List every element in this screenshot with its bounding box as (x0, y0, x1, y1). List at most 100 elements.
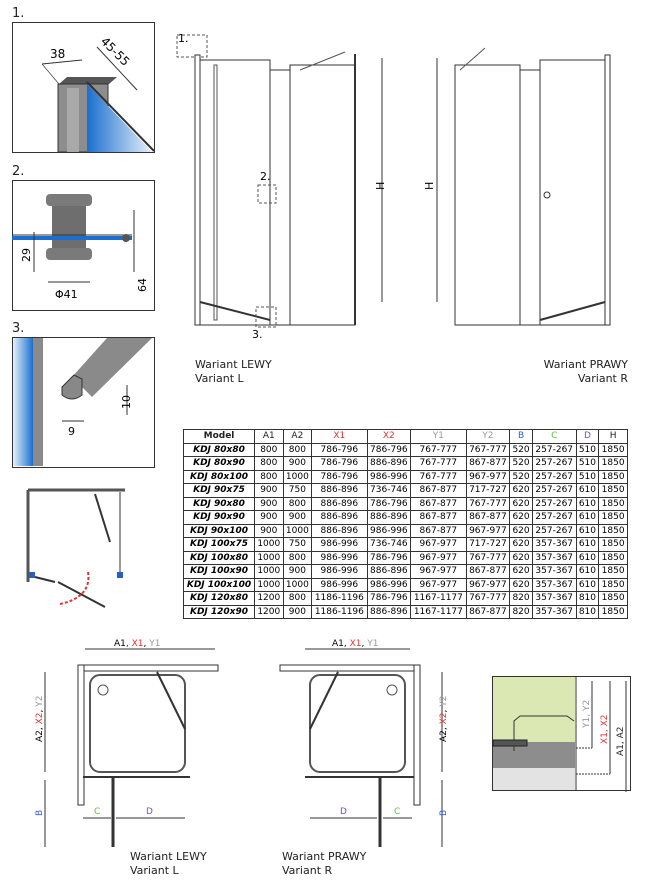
caption-line: Variant L (195, 372, 244, 385)
detail-3-dim-width: 9 (68, 425, 75, 438)
table-cell: 510 (575, 469, 600, 484)
table-cell: 620 (509, 577, 533, 592)
table-cell: 1850 (598, 456, 628, 471)
table-cell: 257-267 (531, 523, 577, 538)
table-cell: 1850 (598, 577, 628, 592)
table-cell: 1000 (254, 577, 284, 592)
table-cell: 1000 (254, 537, 284, 552)
table-cell: 800 (254, 469, 284, 484)
detail-2-number: 2. (12, 164, 25, 179)
table-cell: 767-777 (410, 469, 467, 484)
label-x1-x2: X1, X2 (600, 714, 610, 744)
label-d: D (340, 807, 347, 817)
table-cell: 867-877 (410, 510, 467, 525)
elevation-left-drawing: 1. 2. 3. H (176, 32, 387, 340)
plan-left-caption: Wariant LEWY Variant L (130, 850, 207, 878)
table-cell: 886-896 (366, 456, 412, 471)
table-cell: 520 (509, 442, 533, 457)
table-cell: 1167-1177 (410, 591, 467, 606)
column-header-h: H (598, 429, 628, 444)
table-cell: 967-977 (465, 469, 511, 484)
table-cell: 986-996 (366, 469, 412, 484)
table-cell: 750 (282, 483, 313, 498)
model-cell: KDJ 120x80 (183, 591, 255, 606)
detail-3-number: 3. (12, 321, 25, 336)
table-cell: 1000 (282, 469, 313, 484)
label-c: C (394, 807, 400, 817)
table-cell: 610 (575, 550, 600, 565)
table-cell: 357-367 (531, 537, 577, 552)
column-header-x1: X1 (311, 429, 368, 444)
table-cell: 786-796 (366, 591, 412, 606)
label-y2: Y2 (35, 696, 45, 708)
marker-3: 3. (252, 328, 263, 340)
label-a2: A2 (439, 730, 449, 742)
table-cell: 610 (575, 537, 600, 552)
table-cell: 967-977 (465, 523, 511, 538)
table-cell: 610 (575, 496, 600, 511)
table-cell: 620 (509, 483, 533, 498)
table-cell: 357-367 (531, 591, 577, 606)
label-x1: X1 (350, 639, 362, 649)
table-cell: 510 (575, 442, 600, 457)
marker-2: 2. (260, 170, 271, 183)
table-cell: 886-896 (366, 564, 412, 579)
model-cell: KDJ 80x100 (183, 469, 255, 484)
table-cell: 986-996 (311, 537, 368, 552)
table-cell: 357-367 (531, 550, 577, 565)
table-cell: 257-267 (531, 483, 577, 498)
table-cell: 620 (509, 523, 533, 538)
table-cell: 1000 (282, 523, 313, 538)
table-cell: 510 (575, 456, 600, 471)
table-cell: 786-796 (366, 550, 412, 565)
caption-line: Variant R (577, 372, 628, 385)
elevation-right-drawing: H (423, 47, 611, 326)
detail-2-dim-total: 64 (136, 278, 149, 292)
table-cell: 810 (575, 591, 600, 606)
table-cell: 967-977 (410, 577, 467, 592)
label-b: B (35, 810, 45, 816)
table-cell: 620 (509, 496, 533, 511)
caption-line: Wariant PRAWY (543, 358, 628, 371)
table-cell: 767-777 (465, 496, 511, 511)
caption-line: Wariant LEWY (195, 358, 272, 371)
table-cell: 1850 (598, 604, 628, 619)
table-cell: 867-877 (465, 564, 511, 579)
table-cell: 620 (509, 537, 533, 552)
table-cell: 357-367 (531, 604, 577, 619)
table-cell: 986-996 (311, 550, 368, 565)
table-cell: 900 (282, 456, 313, 471)
table-cell: 767-777 (465, 591, 511, 606)
column-header-model: Model (183, 429, 255, 444)
table-cell: 1000 (282, 577, 313, 592)
label-y2: Y2 (439, 696, 449, 708)
detail-3-drawing: 10 9 (12, 337, 155, 468)
caption-line: Variant L (130, 864, 179, 877)
column-header-x2: X2 (366, 429, 412, 444)
plan-right-drawing: A1, X1, Y1 A2, X2, Y2 B D C (279, 639, 449, 847)
table-cell: 986-996 (311, 564, 368, 579)
table-cell: 967-977 (410, 564, 467, 579)
table-cell: 750 (282, 537, 313, 552)
table-cell: 886-896 (311, 523, 368, 538)
table-cell: 786-796 (311, 469, 368, 484)
column-header-y2: Y2 (465, 429, 511, 444)
sep: , (439, 724, 449, 730)
column-header-y1: Y1 (410, 429, 467, 444)
table-cell: 986-996 (311, 577, 368, 592)
table-cell: 820 (509, 604, 533, 619)
detail-2-dim-diameter: Φ41 (55, 288, 78, 301)
table-cell: 967-977 (410, 550, 467, 565)
model-cell: KDJ 80x90 (183, 456, 255, 471)
model-cell: KDJ 100x75 (183, 537, 255, 552)
table-cell: 786-796 (311, 456, 368, 471)
label-x2: X2 (35, 712, 45, 724)
model-cell: KDJ 90x75 (183, 483, 255, 498)
model-cell: KDJ 90x80 (183, 496, 255, 511)
height-label-left: H (374, 182, 387, 190)
